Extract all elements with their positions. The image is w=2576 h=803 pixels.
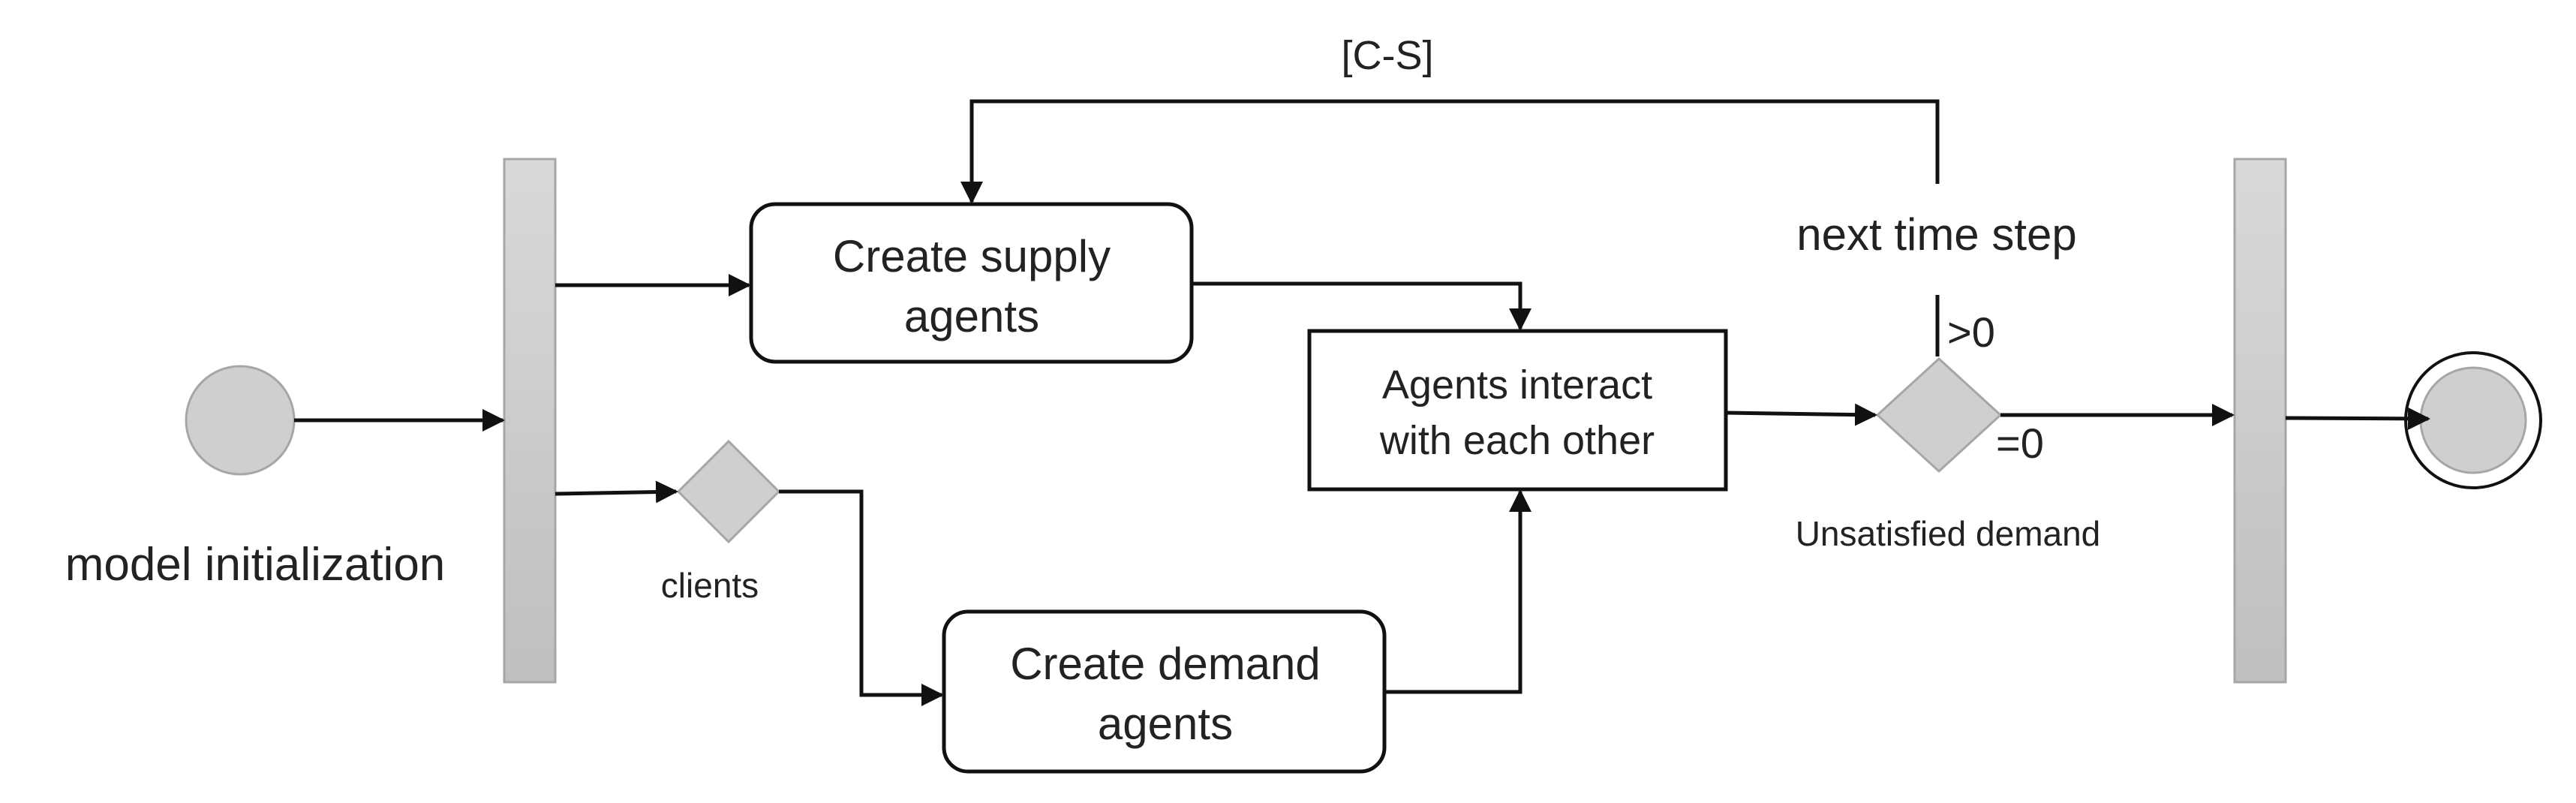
final-node: [2419, 366, 2527, 474]
initial-node: [185, 365, 296, 476]
edge-loop-top: [960, 99, 1940, 204]
edge-join-to-final: [2285, 407, 2430, 430]
join-bar: [2233, 158, 2287, 684]
interact-label-1: Agents interact: [1382, 362, 1652, 408]
edge-clients-to-demand: [779, 489, 944, 706]
edge-fork-to-clients: [555, 480, 678, 504]
guard-greater: >0: [1947, 308, 1995, 356]
clients-decision: [676, 439, 781, 544]
loop-label: [C-S]: [1341, 33, 1433, 78]
guard-equal: =0: [1996, 420, 2044, 467]
demand-decision: [1875, 356, 2003, 474]
interact-label-2: with each other: [1379, 418, 1655, 463]
create-supply-label-1: Create supply: [833, 231, 1111, 281]
clients-label: clients: [661, 566, 759, 605]
decision-label: Unsatisfied demand: [1796, 514, 2101, 553]
edge-interact-to-decision: [1725, 403, 1877, 426]
next-step-label: next time step: [1796, 209, 2077, 260]
create-supply-label-2: agents: [904, 291, 1039, 341]
edge-supply-to-interact: [1192, 281, 1531, 331]
create-demand-label-1: Create demand: [1010, 639, 1321, 689]
fork-bar: [503, 158, 557, 684]
interact-node: [1307, 329, 1728, 492]
start-label: model initialization: [65, 539, 446, 591]
edge-demand-to-interact: [1384, 489, 1531, 694]
create-demand-label-2: agents: [1098, 699, 1233, 749]
